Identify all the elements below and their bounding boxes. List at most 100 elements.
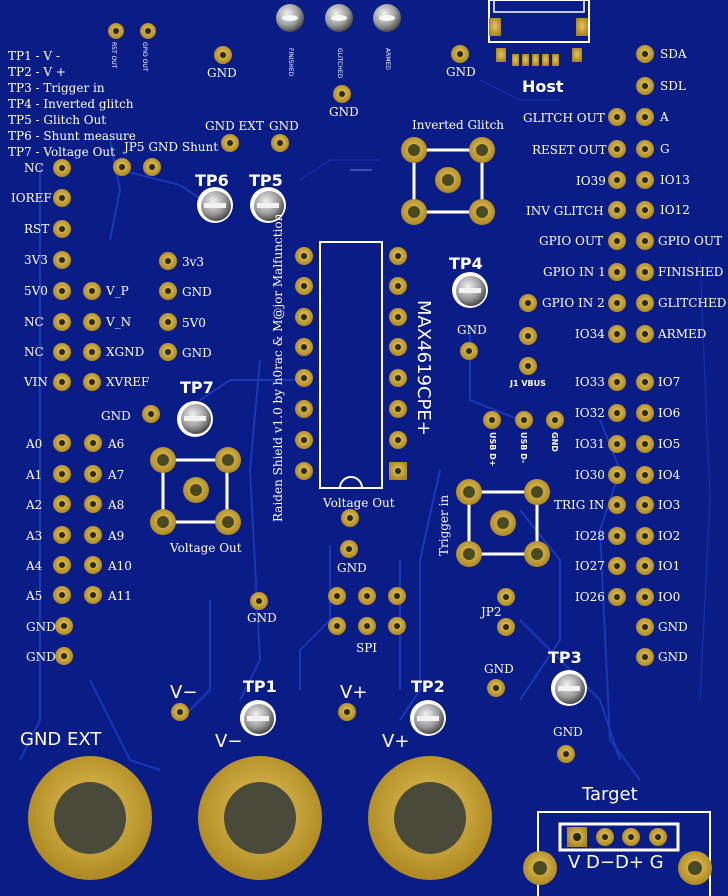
pin-label: GLITCH OUT (523, 111, 605, 125)
pin-label: GND (658, 650, 688, 664)
pin-label: 3V3 (24, 253, 48, 267)
usb-dp-label: USB D+ (488, 432, 497, 466)
pin-label: IO6 (658, 406, 680, 420)
gnd-label: GND (446, 65, 476, 79)
armed-small-label: ARMED (384, 48, 391, 70)
pin-label: IO2 (658, 529, 680, 543)
v-minus-label: V− (215, 731, 242, 752)
voltage-out-label: Voltage Out (322, 496, 395, 510)
pin-label: V_P (105, 284, 129, 298)
gnd-label: GND (329, 105, 359, 119)
pin-label: NC (24, 161, 44, 175)
pin-label: IO33 (575, 375, 605, 389)
tp2-label: TP2 (411, 677, 445, 696)
gpio-out-small-label: GPIO OUT (141, 42, 148, 72)
gnd-label: GND (247, 611, 277, 625)
pin-label: IO31 (575, 437, 605, 451)
pin-label: GPIO IN 1 (543, 265, 606, 279)
screw-terminals (28, 756, 492, 880)
jp5-label: JP5 GND Shunt (122, 140, 218, 154)
pin-label: A11 (107, 589, 132, 603)
target-connector (523, 811, 712, 896)
pin-label: RESET OUT (532, 143, 607, 157)
pin-label: XVREF (106, 375, 149, 389)
pin-label: RST (24, 222, 49, 236)
pin-label: G (660, 142, 670, 156)
tp1-testpoint (240, 700, 276, 736)
v-plus-label: V+ (382, 731, 409, 752)
tp7-label: TP7 (180, 378, 214, 397)
v-plus-label: V+ (340, 682, 367, 703)
analog-header (53, 434, 102, 665)
v-minus-label: V− (170, 682, 197, 703)
gnd-label: GND (207, 66, 237, 80)
pin-label: A (659, 110, 669, 124)
pin-label: IO28 (575, 529, 605, 543)
pin-label: IOREF (11, 191, 52, 205)
inverted-glitch-label: Inverted Glitch (412, 118, 504, 132)
pin-label: IO12 (660, 203, 690, 217)
pin-label: 3v3 (182, 255, 204, 269)
gnd-label: GND (553, 725, 583, 739)
tp3-testpoint (551, 670, 587, 706)
usb-pads (483, 294, 564, 429)
pin-label: VIN (23, 375, 48, 389)
pin-label: GPIO IN 2 (542, 296, 605, 310)
pin-label: GND (658, 620, 688, 634)
tp1-label: TP1 (243, 677, 277, 696)
trigger-in-label: Trigger in (437, 495, 451, 556)
legend-line: TP6 - Shunt measure (8, 129, 136, 143)
pin-label: IO26 (575, 590, 605, 604)
pin-label: A6 (107, 437, 124, 451)
pin-label: TRIG IN (554, 498, 604, 512)
pin-label: GLITCHED (658, 296, 726, 310)
legend-line: TP5 - Glitch Out (8, 113, 106, 127)
credit-label: Raiden Shield v1.0 by h0rac & M@jor Malf… (271, 213, 285, 522)
center-pads (250, 509, 359, 610)
jp5-pads (113, 134, 289, 176)
glitched-small-label: GLITCHED (336, 48, 343, 79)
gnd-label: GND (101, 409, 131, 423)
legend-line: TP1 - V - (8, 49, 60, 63)
gnd-label: GND (457, 323, 487, 337)
pin-label: IO27 (575, 559, 605, 573)
max4619-chip (295, 241, 407, 489)
pin-label: IO7 (658, 375, 680, 389)
pin-label: IO39 (576, 174, 606, 188)
voltage-out-button[interactable] (150, 447, 241, 535)
trigger-in-button[interactable] (456, 479, 550, 567)
voltage-out-label: Voltage Out (169, 541, 242, 555)
legend-line: TP4 - Inverted glitch (8, 97, 134, 111)
pin-label: A3 (25, 529, 42, 543)
pin-label: 5V0 (24, 284, 48, 298)
tp3-label: TP3 (548, 648, 582, 667)
pin-label: IO34 (575, 327, 605, 341)
gnd-ext-terminal-label: GND EXT (20, 729, 102, 750)
pin-label: IO1 (658, 559, 680, 573)
pin-label: A1 (25, 468, 42, 482)
legend-line: TP2 - V + (8, 65, 66, 79)
pin-label: A2 (25, 498, 42, 512)
pin-label: IO13 (660, 173, 690, 187)
spi-header (328, 587, 406, 635)
usb-dm-label: USB D- (519, 432, 528, 463)
pin-label: GPIO OUT (658, 234, 722, 248)
pin-label: GPIO OUT (539, 234, 603, 248)
inverted-glitch-button[interactable] (401, 137, 495, 225)
tp7-testpoint (177, 401, 213, 437)
jp2-label: JP2 (479, 605, 502, 619)
pin-label: GND (26, 620, 56, 634)
right-header-col2 (636, 45, 654, 666)
legend-line: TP7 - Voltage Out (8, 145, 115, 159)
pin-label: IO5 (658, 437, 680, 451)
pin-label: IO0 (658, 590, 680, 604)
pin-label: A5 (25, 589, 42, 603)
tp6-tp5-testpoints (197, 187, 286, 223)
target-label: Target (581, 784, 638, 805)
pin-label: XGND (106, 345, 144, 359)
gnd-label: GND (269, 119, 299, 133)
tp4-testpoint (452, 272, 488, 308)
status-leds (276, 4, 401, 32)
pin-label: IO30 (575, 468, 605, 482)
